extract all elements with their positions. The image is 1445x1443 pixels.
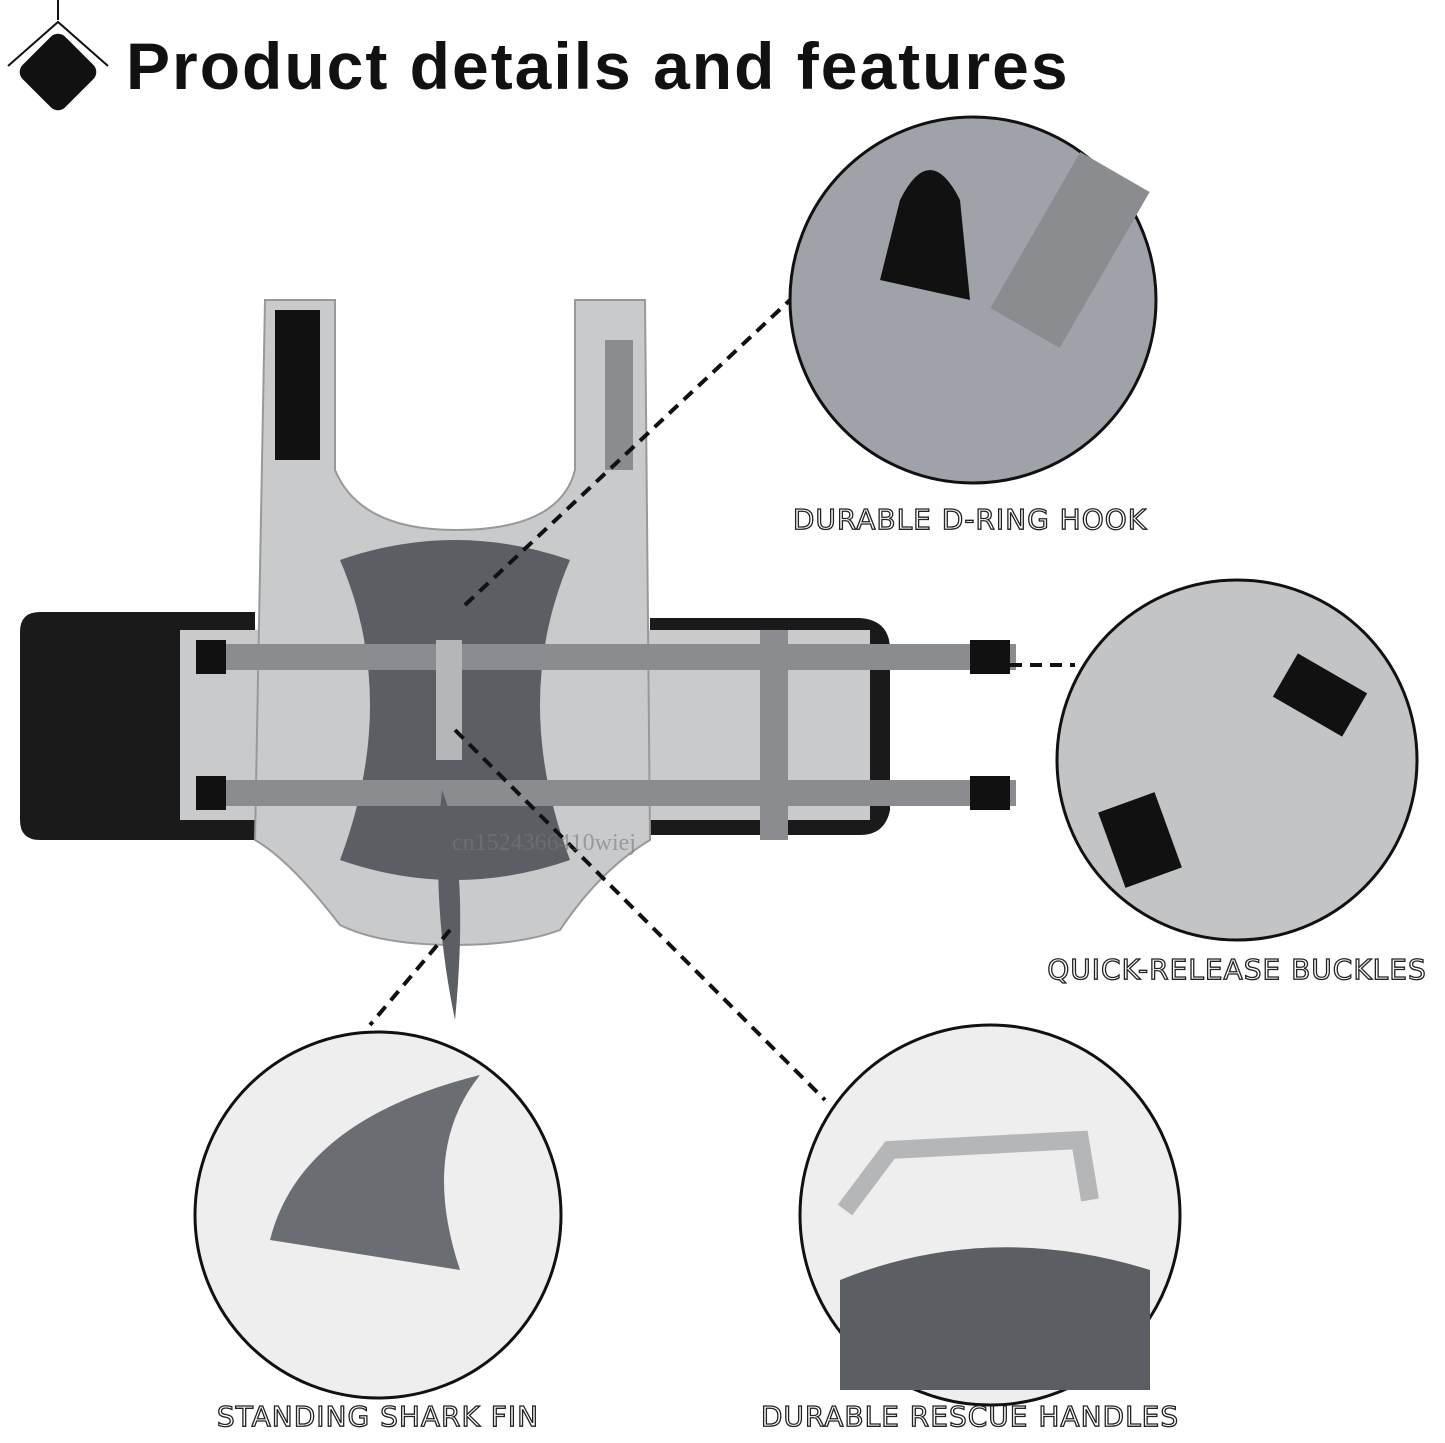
feature-label-shark-fin: STANDING SHARK FIN [216,1399,540,1433]
callout-lines [368,298,1075,1102]
detail-circle-handles [798,1023,1182,1407]
detail-circle-buckles [1055,578,1419,942]
feature-label-buckles: QUICK-RELEASE BUCKLES [1047,952,1427,986]
vest-image [20,299,1016,1020]
diamond-tag-icon [7,0,109,111]
feature-label-d-ring: DURABLE D-RING HOOK [792,502,1148,536]
detail-circle-d-ring [788,115,1158,485]
feature-label-handles: DURABLE RESCUE HANDLES [760,1399,1180,1433]
page-title: Product details and features [126,29,1070,103]
detail-circle-shark-fin [193,1030,563,1400]
watermark: cn1524366410wiej [452,830,636,856]
